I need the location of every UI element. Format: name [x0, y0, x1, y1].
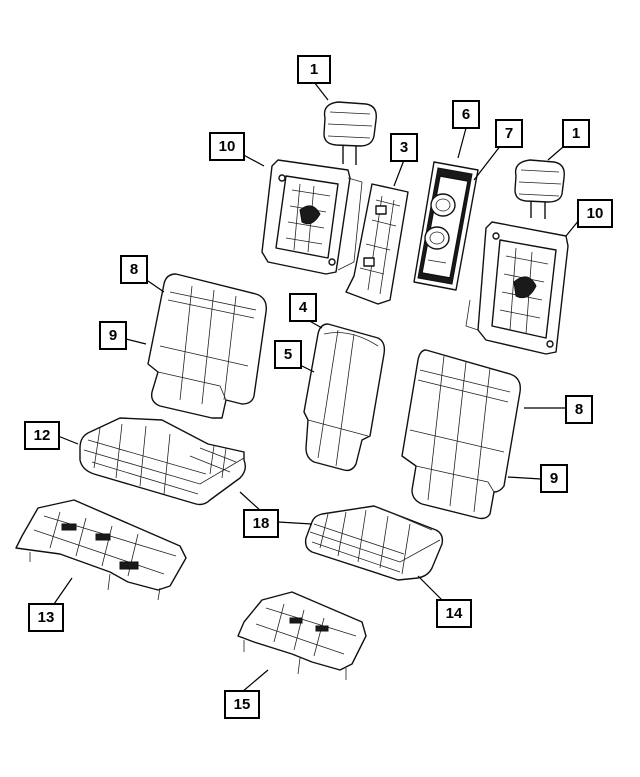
- svg-text:12: 12: [34, 427, 51, 444]
- callout-10-left: 10: [209, 132, 245, 161]
- svg-text:13: 13: [38, 609, 55, 626]
- cushion-frame-right: [237, 591, 367, 680]
- svg-text:1: 1: [310, 61, 318, 78]
- seatback-frame-left: [261, 159, 363, 275]
- callout-10-right: 10: [577, 199, 613, 228]
- callout-12: 12: [24, 421, 60, 450]
- callout-9-right: 9: [540, 464, 568, 493]
- svg-text:10: 10: [587, 205, 604, 222]
- callout-5: 5: [274, 340, 302, 369]
- svg-text:9: 9: [109, 327, 117, 344]
- headrest-left: [323, 101, 377, 165]
- callout-1-headrest-left: 1: [297, 55, 331, 84]
- svg-text:8: 8: [575, 401, 583, 418]
- callout-18: 18: [243, 509, 279, 538]
- seat-cushion-left: [79, 417, 247, 506]
- callout-6: 6: [452, 100, 480, 129]
- callout-4: 4: [289, 293, 317, 322]
- svg-text:1: 1: [572, 125, 580, 142]
- callout-1-headrest-right: 1: [562, 119, 590, 148]
- seatback-left: [147, 273, 267, 419]
- svg-text:14: 14: [446, 605, 463, 622]
- callout-3: 3: [390, 133, 418, 162]
- svg-text:9: 9: [550, 470, 558, 487]
- center-armrest-bracket: [345, 183, 409, 305]
- callout-14: 14: [436, 599, 472, 628]
- svg-text:10: 10: [219, 138, 236, 155]
- leader-lines: [53, 81, 585, 693]
- callout-13: 13: [28, 603, 64, 632]
- callout-8-left: 8: [120, 255, 148, 284]
- svg-text:3: 3: [400, 139, 408, 156]
- seat-cushion-right: [304, 505, 444, 581]
- callout-9-left: 9: [99, 321, 127, 350]
- svg-text:6: 6: [462, 106, 470, 123]
- headrest-right: [514, 159, 565, 219]
- svg-text:8: 8: [130, 261, 138, 278]
- armrest-panel: [413, 161, 479, 291]
- callout-8-right: 8: [565, 395, 593, 424]
- seatback-right: [401, 349, 521, 520]
- svg-text:18: 18: [253, 515, 270, 532]
- svg-text:4: 4: [299, 299, 308, 316]
- svg-text:5: 5: [284, 346, 292, 363]
- callout-15: 15: [224, 690, 260, 719]
- seatback-frame-right: [465, 221, 569, 355]
- svg-text:15: 15: [234, 696, 251, 713]
- svg-text:7: 7: [505, 125, 513, 142]
- armrest-cover: [303, 323, 386, 472]
- callout-7: 7: [495, 119, 523, 148]
- cushion-frame-left: [15, 499, 187, 601]
